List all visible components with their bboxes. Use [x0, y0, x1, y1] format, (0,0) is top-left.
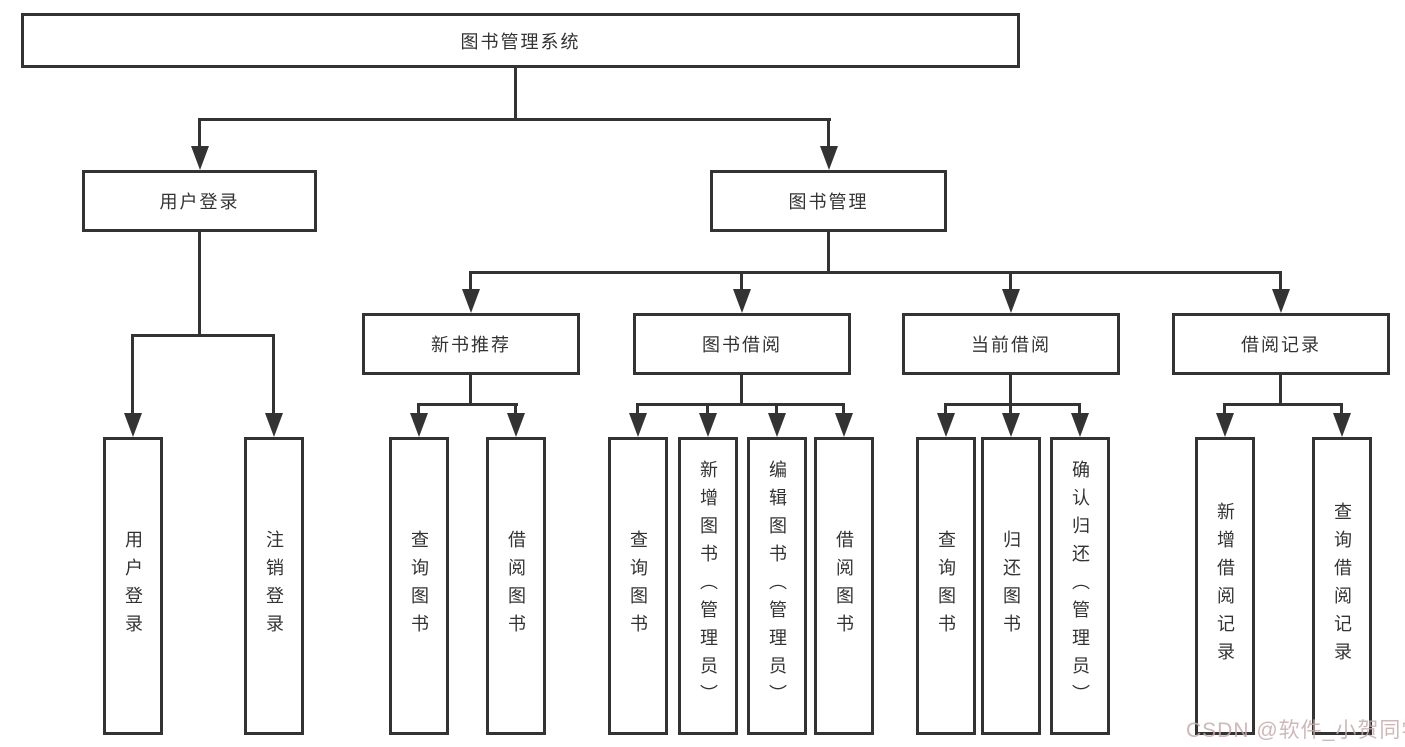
connector-leaf-drop: [1009, 403, 1012, 415]
leaf-label: 归还图书: [1001, 530, 1021, 642]
arrowhead-down-icon: [820, 146, 838, 170]
connector-leaf-drop: [775, 403, 778, 415]
arrowhead-down-icon: [410, 413, 428, 437]
node-current-borrow: 当前借阅: [902, 313, 1120, 375]
node-borrow-records: 借阅记录: [1172, 313, 1390, 375]
leaf-label: 查询图书: [409, 530, 429, 642]
connector-borrow-bus: [636, 403, 845, 406]
csdn-watermark: CSDN @软件_小贺同学: [1186, 719, 1405, 742]
connector-drop-current: [1009, 271, 1012, 291]
leaf-label: 新增借阅记录: [1215, 502, 1235, 670]
leaf-label: 用户登录: [123, 530, 143, 642]
arrowhead-down-icon: [1002, 413, 1020, 437]
connector-drop-logout: [272, 334, 275, 416]
node-book-management: 图书管理: [710, 170, 947, 232]
leaf-logout: 注销登录: [244, 437, 304, 735]
leaf-borrow-books-2: 借阅图书: [814, 437, 874, 735]
connector-leaf-drop: [417, 403, 420, 415]
node-book-management-label: 图书管理: [788, 192, 869, 212]
connector-records-bus: [1223, 403, 1343, 406]
connector-leaf-drop: [842, 403, 845, 415]
arrowhead-down-icon: [1002, 289, 1020, 313]
arrowhead-down-icon: [1071, 413, 1089, 437]
node-root-label: 图书管理系统: [460, 31, 581, 52]
node-user-login: 用户登录: [82, 170, 317, 232]
leaf-query-books-1: 查询图书: [389, 437, 449, 735]
connector-leaf-drop: [944, 403, 947, 415]
connector-user-login-drop: [198, 232, 201, 336]
leaf-label: 新增图书（管理员）: [698, 460, 718, 712]
connector-new-book-drop: [469, 375, 472, 406]
node-current-borrow-label: 当前借阅: [971, 335, 1051, 355]
connector-drop-login: [131, 334, 134, 416]
leaf-label: 注销登录: [264, 530, 284, 642]
arrowhead-down-icon: [699, 413, 717, 437]
leaf-query-books-3: 查询图书: [916, 437, 976, 735]
leaf-return-books: 归还图书: [981, 437, 1041, 735]
arrowhead-down-icon: [629, 413, 647, 437]
connector-level1-bus: [198, 118, 831, 121]
node-book-borrow-label: 图书借阅: [702, 335, 782, 355]
leaf-user-login: 用户登录: [103, 437, 163, 735]
leaf-label: 确认归还（管理员）: [1070, 460, 1090, 712]
leaf-label: 编辑图书（管理员）: [767, 460, 787, 712]
leaf-confirm-return-admin: 确认归还（管理员）: [1050, 437, 1110, 735]
connector-drop-records: [1279, 271, 1282, 291]
leaf-label: 查询图书: [936, 530, 956, 642]
node-user-login-label: 用户登录: [159, 192, 240, 212]
arrowhead-down-icon: [1216, 413, 1234, 437]
leaf-add-borrow-record: 新增借阅记录: [1195, 437, 1255, 735]
node-borrow-records-label: 借阅记录: [1241, 335, 1321, 355]
connector-records-drop: [1279, 375, 1282, 406]
connector-leaf-drop: [1078, 403, 1081, 415]
arrowhead-down-icon: [265, 413, 283, 437]
connector-current-drop: [1009, 375, 1012, 406]
leaf-add-books-admin: 新增图书（管理员）: [678, 437, 738, 735]
connector-book-mgmt-drop: [827, 232, 830, 273]
leaf-label: 查询借阅记录: [1332, 502, 1352, 670]
connector-current-bus: [944, 403, 1081, 406]
connector-leaf-drop: [1223, 403, 1226, 415]
leaf-borrow-books-1: 借阅图书: [486, 437, 546, 735]
connector-drop-book-mgmt: [827, 120, 830, 148]
connector-leaf-drop: [514, 403, 517, 415]
connector-login-bus: [131, 334, 275, 337]
arrowhead-down-icon: [1272, 289, 1290, 313]
leaf-label: 借阅图书: [834, 530, 854, 642]
arrowhead-down-icon: [733, 289, 751, 313]
arrowhead-down-icon: [835, 413, 853, 437]
connector-drop-borrow: [740, 271, 743, 291]
leaf-query-books-2: 查询图书: [608, 437, 668, 735]
connector-drop-new-book: [469, 271, 472, 291]
leaf-query-borrow-record: 查询借阅记录: [1312, 437, 1372, 735]
node-root: 图书管理系统: [21, 13, 1020, 68]
arrowhead-down-icon: [507, 413, 525, 437]
leaf-label: 借阅图书: [506, 530, 526, 642]
node-new-book-recommend-label: 新书推荐: [431, 335, 511, 355]
arrowhead-down-icon: [768, 413, 786, 437]
arrowhead-down-icon: [1333, 413, 1351, 437]
connector-level3-bus: [469, 271, 1282, 274]
arrowhead-down-icon: [937, 413, 955, 437]
connector-leaf-drop: [706, 403, 709, 415]
node-book-borrow: 图书借阅: [633, 313, 851, 375]
connector-leaf-drop: [1340, 403, 1343, 415]
connector-root-drop: [514, 68, 517, 120]
arrowhead-down-icon: [124, 413, 142, 437]
leaf-label: 查询图书: [628, 530, 648, 642]
connector-new-book-bus: [417, 403, 518, 406]
connector-leaf-drop: [636, 403, 639, 415]
node-new-book-recommend: 新书推荐: [362, 313, 580, 375]
connector-drop-user-login: [198, 120, 201, 148]
arrowhead-down-icon: [191, 146, 209, 170]
arrowhead-down-icon: [462, 289, 480, 313]
leaf-edit-books-admin: 编辑图书（管理员）: [747, 437, 807, 735]
connector-borrow-drop: [740, 375, 743, 406]
